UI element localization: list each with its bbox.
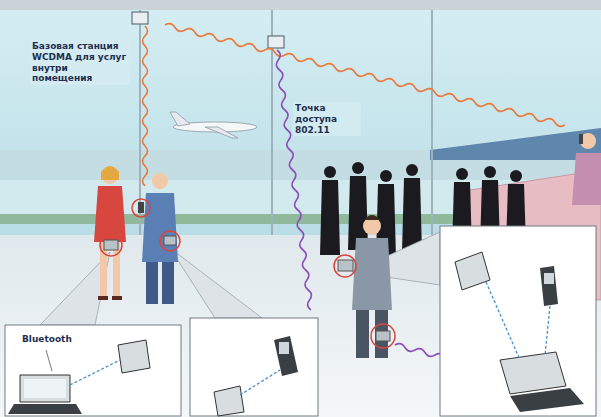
callout-label: Базовая станция WCDMA для услуг внутри п… bbox=[30, 40, 130, 85]
access-point-device bbox=[268, 36, 284, 48]
base-station-device bbox=[132, 12, 148, 24]
ceiling-frame bbox=[0, 0, 601, 10]
woman-figure bbox=[94, 166, 126, 300]
man-figure bbox=[138, 173, 178, 304]
inset-panel bbox=[440, 226, 596, 416]
terminal-building bbox=[430, 128, 601, 160]
caller-figure bbox=[572, 133, 601, 205]
inset-panel bbox=[190, 318, 318, 416]
inset-panel bbox=[5, 325, 181, 416]
airplane bbox=[170, 112, 257, 138]
man-figure bbox=[338, 215, 392, 358]
callout-label: Bluetooth bbox=[20, 333, 74, 346]
callout-label: Точка доступа 802.11 bbox=[293, 102, 361, 136]
